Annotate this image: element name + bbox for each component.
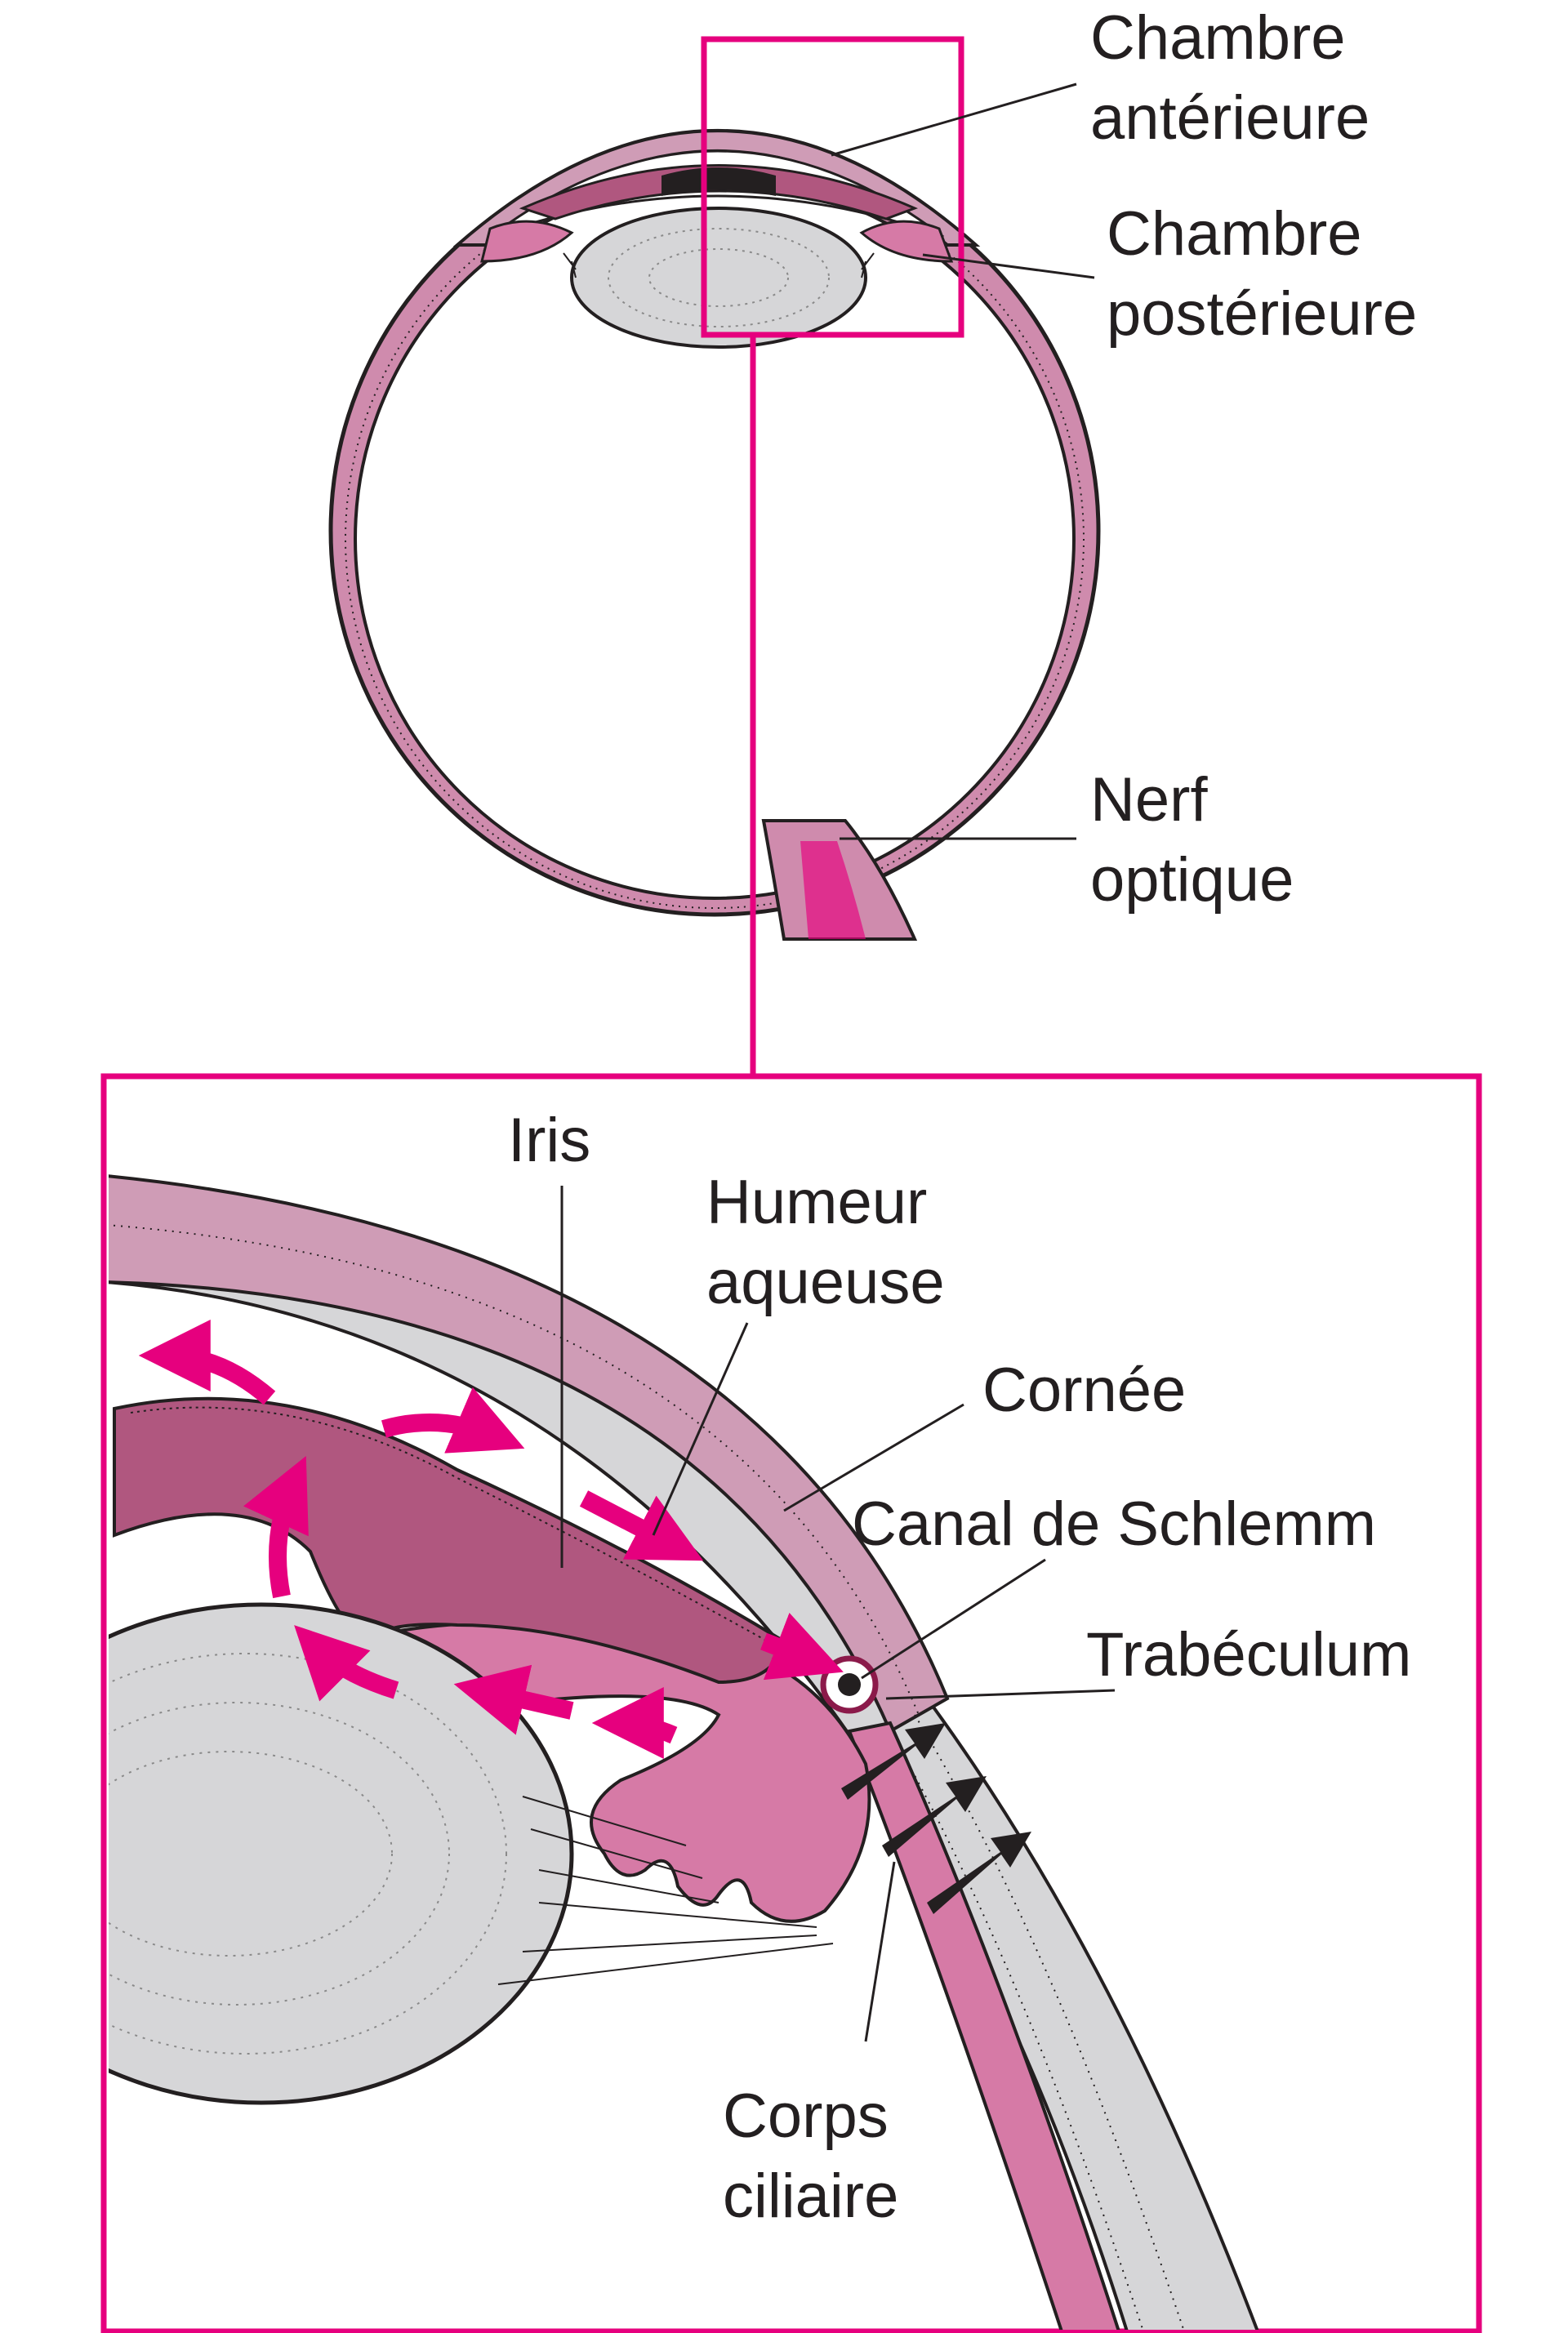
zonules — [563, 252, 875, 278]
trabeculum-leader — [885, 1689, 1116, 1700]
schlemm-canal-leader — [861, 1558, 1046, 1680]
flow-arrow — [591, 1687, 678, 1760]
optic-nerve-label: Nerf optique — [1090, 765, 1294, 915]
flow-arrow — [760, 1612, 844, 1681]
iris — [519, 164, 919, 220]
outflow-arrows — [841, 1723, 1031, 1914]
flow-arrow — [579, 1490, 704, 1561]
flow-arrow — [381, 1387, 525, 1454]
ciliary-body-detail — [847, 1721, 1120, 2330]
pupil — [662, 167, 776, 196]
posterior-chamber-leader — [922, 253, 1095, 279]
cornea-label: Cornée — [982, 1356, 1186, 1425]
ciliary-body-leader — [864, 1861, 896, 2042]
flow-arrow — [453, 1664, 574, 1735]
ciliary-body-left — [480, 220, 574, 263]
flow-arrow — [243, 1456, 309, 1599]
iris-label: Iris — [508, 1106, 590, 1175]
zoomed-anterior-segment — [109, 1174, 1259, 2330]
flow-arrow — [138, 1320, 276, 1405]
outflow-arrow — [927, 1832, 1031, 1914]
outflow-arrow — [841, 1723, 946, 1800]
posterior-chamber-label: Chambre postérieure — [1107, 199, 1417, 349]
trabeculum-label: Trabéculum — [1086, 1620, 1411, 1690]
cornea-detail — [109, 1174, 950, 1734]
lens-detail — [109, 1602, 574, 2105]
schlemm-canal — [838, 1673, 861, 1696]
aqueous-humor-leader — [652, 1322, 749, 1536]
zoom-region-box — [701, 36, 964, 338]
aqueous-flow-arrows — [138, 1320, 844, 1760]
ciliary-body-label: Corps ciliaire — [723, 2081, 906, 2231]
flow-arrow — [294, 1625, 399, 1702]
lens — [570, 207, 867, 349]
anterior-chamber-leader — [831, 82, 1077, 157]
anterior-chamber-label: Chambre antérieure — [1090, 3, 1370, 153]
ciliary-body-right — [859, 220, 954, 263]
zonule-fibres — [497, 1796, 834, 1985]
aqueous-humor-label: Humeur aqueuse — [706, 1168, 945, 1317]
eye-cross-section — [328, 129, 1101, 941]
outflow-arrow — [882, 1776, 987, 1857]
cornea-leader — [783, 1403, 964, 1512]
schlemm-canal-label: Canal de Schlemm — [852, 1489, 1376, 1559]
